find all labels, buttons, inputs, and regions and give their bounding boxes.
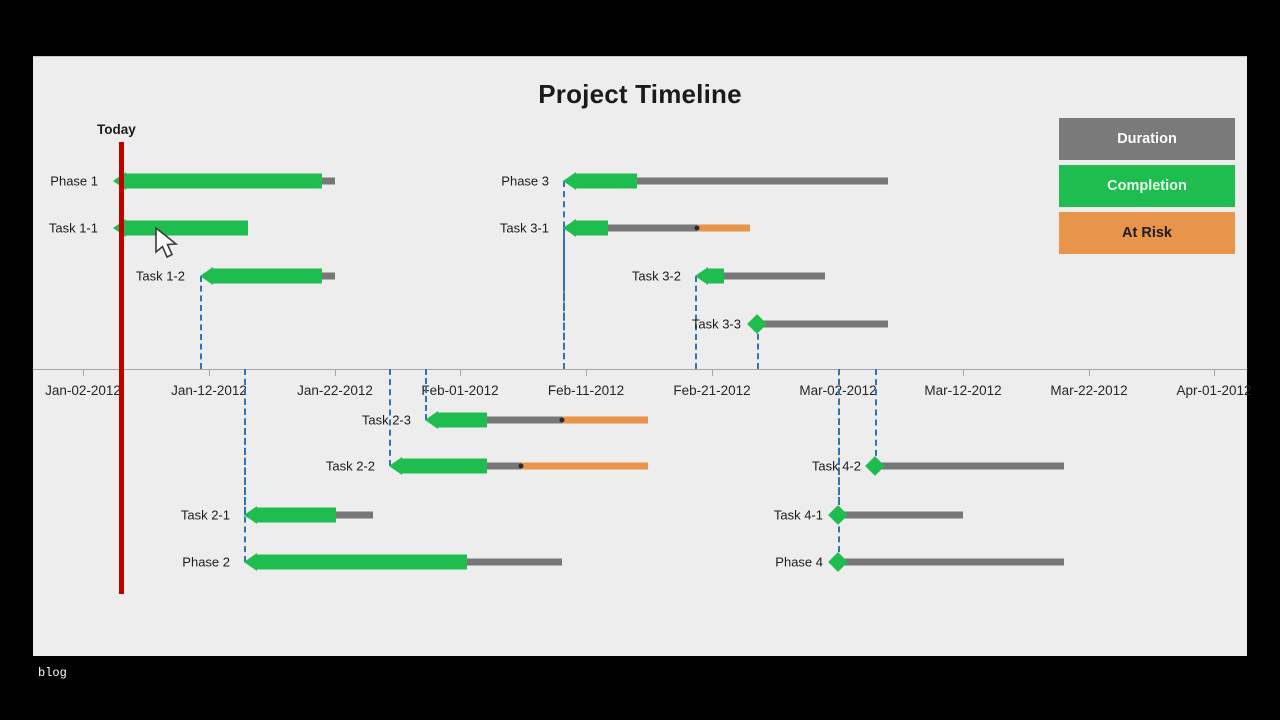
task-label: Task 1-1 [48, 220, 98, 236]
task-label: Phase 4 [775, 554, 823, 570]
milestone-diamond-icon[interactable] [865, 456, 885, 476]
task-label: Task 4-2 [811, 458, 861, 474]
bar-completion[interactable] [708, 268, 724, 284]
bar-duration[interactable] [608, 224, 697, 232]
bar-duration[interactable] [838, 558, 1064, 566]
bar-at-risk[interactable] [521, 462, 648, 470]
connector-dashed-line [838, 369, 840, 562]
bar-start-arrow-icon [389, 457, 402, 475]
x-axis-line [33, 369, 1247, 370]
page-title: Project Timeline [538, 79, 742, 109]
bar-completion[interactable] [213, 268, 322, 284]
task-label: Phase 3 [501, 173, 549, 189]
watermark-text: blog [38, 666, 67, 680]
axis-tick-label: Feb-01-2012 [421, 383, 499, 398]
bar-start-arrow-icon [200, 267, 213, 285]
connector-dashed-line [695, 276, 697, 369]
connector-dashed-line [563, 228, 565, 369]
milestone-diamond-icon[interactable] [747, 314, 767, 334]
task-label: Task 3-1 [499, 220, 549, 236]
bar-completion[interactable] [257, 507, 336, 523]
axis-tick-label: Mar-12-2012 [924, 383, 1002, 398]
bar-duration[interactable] [724, 272, 825, 280]
task-label: Phase 2 [182, 554, 230, 570]
bar-completion[interactable] [126, 173, 322, 189]
task-label: Phase 1 [50, 173, 98, 189]
axis-tick [1089, 370, 1090, 376]
bar-start-arrow-icon [244, 506, 257, 524]
bar-duration[interactable] [487, 416, 562, 424]
legend: Duration Completion At Risk [1059, 118, 1235, 259]
axis-tick-label: Mar-22-2012 [1050, 383, 1128, 398]
axis-tick [963, 370, 964, 376]
connector-dashed-line [200, 276, 202, 369]
risk-threshold-dot-icon [559, 417, 565, 423]
axis-tick-label: Jan-02-2012 [45, 383, 121, 398]
axis-tick-label: Feb-11-2012 [547, 383, 625, 398]
task-label: Task 2-2 [325, 458, 375, 474]
task-label: Task 1-2 [135, 268, 185, 284]
bar-completion[interactable] [402, 458, 487, 474]
axis-tick [712, 370, 713, 376]
connector-dashed-line [425, 369, 427, 420]
legend-item-duration[interactable]: Duration [1059, 118, 1235, 160]
axis-tick [1214, 370, 1215, 376]
axis-tick [586, 370, 587, 376]
axis-tick-label: Apr-01-2012 [1176, 383, 1252, 398]
axis-tick-label: Jan-12-2012 [171, 383, 247, 398]
connector-dashed-line [757, 324, 759, 369]
legend-item-at-risk[interactable]: At Risk [1059, 212, 1235, 254]
task-label: Task 2-3 [361, 412, 411, 428]
bar-start-arrow-icon [695, 267, 708, 285]
connector-dashed-line [389, 369, 391, 466]
bar-start-arrow-icon [244, 553, 257, 571]
bar-completion[interactable] [257, 554, 467, 570]
bar-duration[interactable] [467, 558, 562, 566]
connector-dashed-line [875, 369, 877, 466]
bar-duration[interactable] [757, 320, 888, 328]
plot-area[interactable]: Jan-02-2012 Jan-12-2012 Jan-22-2012 Feb-01-… [33, 57, 1252, 657]
task-label: Task 4-1 [773, 507, 823, 523]
today-label: Today [97, 122, 136, 137]
today-marker-line [119, 142, 124, 594]
bar-at-risk[interactable] [562, 416, 648, 424]
bar-duration[interactable] [336, 511, 373, 519]
bar-completion[interactable] [576, 220, 608, 236]
bar-duration[interactable] [637, 177, 888, 185]
bar-completion[interactable] [126, 220, 248, 236]
bar-duration[interactable] [322, 272, 335, 280]
risk-threshold-dot-icon [518, 463, 524, 469]
bar-start-arrow-icon [563, 219, 576, 237]
milestone-diamond-icon[interactable] [828, 505, 848, 525]
axis-tick [83, 370, 84, 376]
bar-at-risk[interactable] [697, 224, 750, 232]
bar-duration[interactable] [322, 177, 335, 185]
bar-completion[interactable] [576, 173, 637, 189]
axis-tick [209, 370, 210, 376]
connector-dashed-line [244, 369, 246, 562]
bar-completion[interactable] [438, 412, 487, 428]
milestone-diamond-icon[interactable] [828, 552, 848, 572]
axis-tick [460, 370, 461, 376]
bar-duration[interactable] [838, 511, 963, 519]
task-label: Task 2-1 [180, 507, 230, 523]
legend-item-completion[interactable]: Completion [1059, 165, 1235, 207]
task-label: Task 3-3 [691, 316, 741, 332]
bar-start-arrow-icon [425, 411, 438, 429]
task-label: Task 3-2 [631, 268, 681, 284]
axis-tick [335, 370, 336, 376]
axis-tick-label: Jan-22-2012 [297, 383, 373, 398]
bar-duration[interactable] [487, 462, 521, 470]
mouse-cursor-icon [155, 226, 181, 266]
bar-start-arrow-icon [563, 172, 576, 190]
axis-tick-label: Feb-21-2012 [673, 383, 751, 398]
risk-threshold-dot-icon [694, 225, 700, 231]
bar-duration[interactable] [875, 462, 1064, 470]
